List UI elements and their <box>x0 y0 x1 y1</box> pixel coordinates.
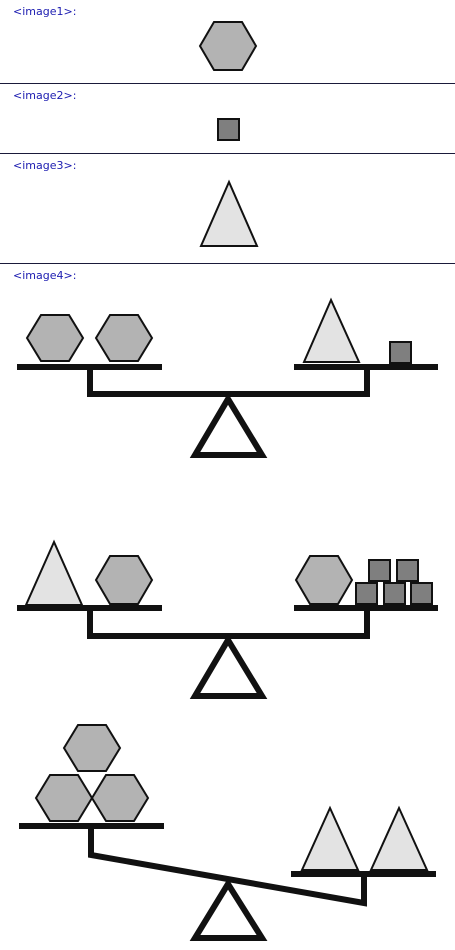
panel-image4: <image4>: <box>0 264 455 950</box>
triangle-icon <box>300 805 360 871</box>
triangle-icon <box>24 539 84 606</box>
divider <box>0 83 455 84</box>
balance-scale-3 <box>19 724 436 941</box>
panel-image1: <image1>: <box>0 0 455 84</box>
panel-image2: <image2>: <box>0 84 455 154</box>
divider <box>0 263 455 264</box>
panel-label: <image3>: <box>13 159 77 172</box>
hexagon-icon <box>94 314 154 362</box>
triangle-icon <box>369 805 429 871</box>
hexagon-icon <box>90 774 150 822</box>
divider <box>0 153 455 154</box>
hexagon-icon <box>294 555 354 605</box>
square-icon <box>410 582 433 605</box>
hexagon-icon <box>34 774 94 822</box>
triangle-shape <box>199 179 259 247</box>
square-icon <box>389 341 412 364</box>
square-icon <box>355 582 378 605</box>
panel-label: <image1>: <box>13 5 77 18</box>
panel-label: <image2>: <box>13 89 77 102</box>
hexagon-icon <box>25 314 85 362</box>
balance-scale-1 <box>17 297 438 458</box>
square-icon <box>368 559 391 582</box>
triangle-icon <box>302 297 361 363</box>
panel-label: <image4>: <box>13 269 77 282</box>
hexagon-icon <box>62 724 122 772</box>
square-icon <box>383 582 406 605</box>
balance-scale-2 <box>17 539 438 699</box>
hexagon-icon <box>94 555 154 605</box>
hexagon-shape <box>198 21 258 71</box>
square-icon <box>396 559 419 582</box>
square-shape <box>217 118 240 141</box>
panel-image3: <image3>: <box>0 154 455 264</box>
